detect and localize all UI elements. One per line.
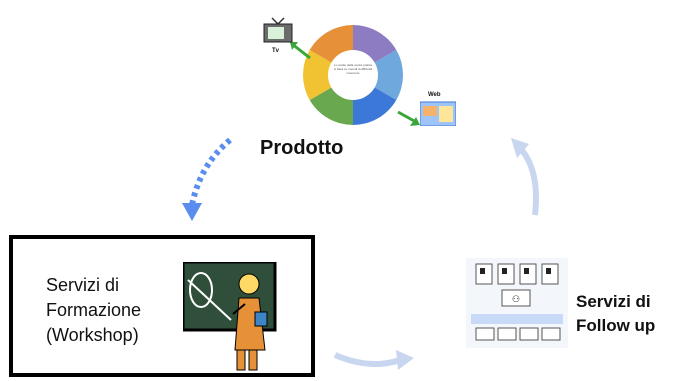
product-label: Prodotto — [260, 137, 344, 159]
wheel-center-text: Lo scatto della vostra pratica si basa s… — [333, 63, 373, 75]
curved-arrow-right — [511, 138, 539, 216]
followup-line2: Follow up — [576, 316, 656, 335]
workshop-line1: Servizi di — [46, 275, 120, 295]
web-label: Web — [428, 92, 441, 98]
teacher-icon — [183, 262, 277, 371]
tv-label: Tv — [272, 48, 280, 54]
workshop-line2: Formazione — [46, 300, 142, 320]
followup-diagram: ⚇ — [466, 258, 568, 348]
followup-line1: Servizi di — [576, 292, 651, 311]
green-arrows — [290, 42, 420, 126]
dotted-arrow — [182, 137, 232, 221]
tv-icon — [262, 16, 294, 44]
curved-arrow-bottom — [333, 350, 414, 370]
svg-text:⚇: ⚇ — [512, 295, 520, 305]
web-icon — [419, 100, 457, 127]
workshop-line3: (Workshop) — [46, 325, 139, 345]
product-wheel — [303, 25, 403, 125]
